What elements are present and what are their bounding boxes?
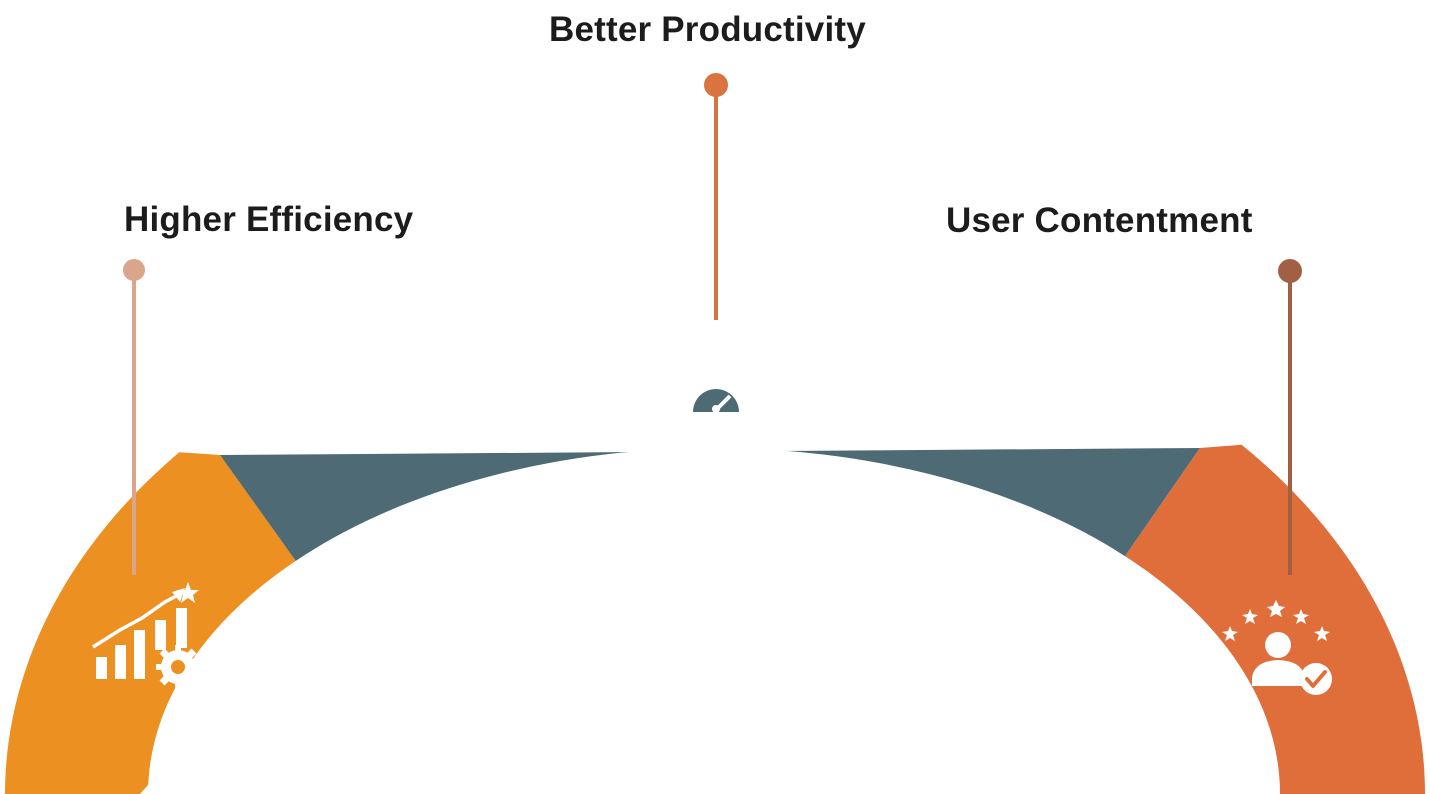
productivity-arrows-gear-icon xyxy=(660,307,772,413)
pin-better-productivity xyxy=(704,73,728,320)
pin-user-contentment xyxy=(1278,259,1302,575)
growth-chart-gear-icon xyxy=(92,582,200,689)
user-rating-stars-icon xyxy=(1222,600,1332,695)
label-higher-efficiency: Higher Efficiency xyxy=(124,200,414,239)
label-better-productivity: Better Productivity xyxy=(549,10,866,49)
label-user-contentment: User Contentment xyxy=(946,201,1253,240)
pin-higher-efficiency xyxy=(123,259,145,575)
